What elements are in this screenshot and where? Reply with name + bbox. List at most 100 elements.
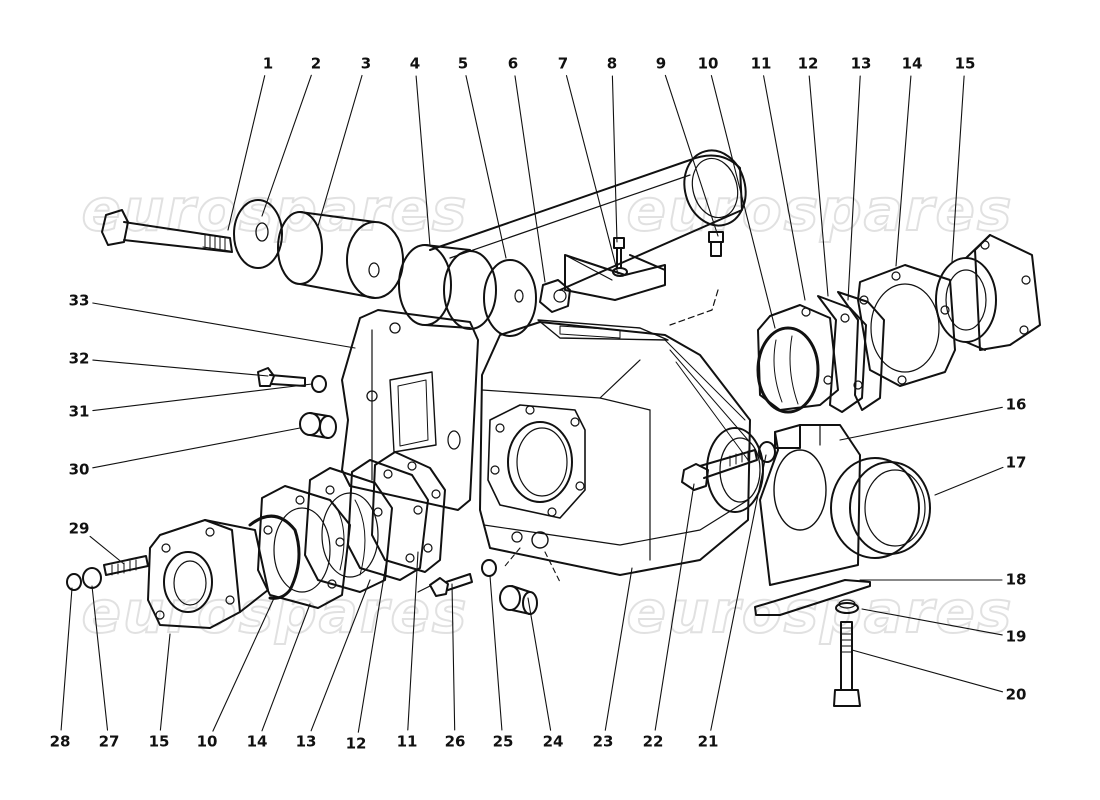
washer-part-27 [82, 567, 102, 589]
callout-33: 33 [68, 291, 90, 310]
leader-line-14b [261, 603, 311, 732]
shim-part-12-right [817, 295, 867, 413]
callout-4: 4 [409, 54, 421, 73]
callout-8: 8 [606, 54, 618, 73]
bearing-housing-part-15 [147, 519, 269, 629]
leader-line-15b [159, 633, 171, 731]
callout-12b: 12 [345, 734, 367, 753]
sleeve-part-4 [398, 244, 497, 330]
watermark: eurospares [81, 577, 469, 647]
shim-part-14 [257, 485, 351, 609]
shim-part-13-right [837, 291, 885, 411]
callout-13b: 13 [295, 732, 317, 751]
callout-14b: 14 [246, 732, 268, 751]
callout-24: 24 [542, 732, 564, 751]
callout-13: 13 [850, 54, 872, 73]
leader-line-9 [664, 74, 719, 237]
leader-line-24 [527, 597, 552, 731]
gasket-part-13 [304, 467, 393, 593]
rubber-bush-part-3 [277, 211, 404, 299]
leader-line-30 [92, 427, 301, 469]
callout-3: 3 [360, 54, 372, 73]
callout-18: 18 [1005, 570, 1027, 589]
leader-line-28 [60, 587, 73, 731]
callout-7: 7 [557, 54, 569, 73]
callout-12: 12 [797, 54, 819, 73]
leader-line-21 [710, 454, 767, 731]
bolt-part-22 [681, 449, 758, 491]
callout-31: 31 [68, 402, 90, 421]
gasket-part-11 [371, 451, 446, 573]
bolt-part-1 [101, 209, 233, 253]
leader-line-12 [808, 75, 829, 297]
bearing-cup-part-17 [830, 457, 931, 559]
washer-part-2 [233, 199, 283, 269]
washer-part-31 [311, 375, 327, 393]
o-ring-part-10 [248, 514, 301, 600]
callout-16: 16 [1005, 395, 1027, 414]
callout-5: 5 [457, 54, 469, 73]
leader-line-29 [89, 535, 125, 565]
callout-2: 2 [310, 54, 322, 73]
leader-line-13 [847, 75, 861, 301]
leader-line-10b [212, 595, 276, 732]
leader-line-6 [514, 75, 546, 283]
callout-15: 15 [954, 54, 976, 73]
leader-line-16 [839, 406, 1003, 441]
leader-line-10 [710, 75, 776, 329]
cap-washer-part-5 [483, 259, 537, 337]
bolt-part-20 [833, 621, 861, 707]
breather-part-9 [669, 231, 724, 326]
bracket-part-7 [564, 237, 666, 301]
leader-line-31 [92, 383, 313, 412]
leader-line-12b [357, 551, 389, 733]
callout-30: 30 [68, 460, 90, 479]
flange-part-11 [757, 304, 839, 411]
leader-line-22 [654, 483, 695, 731]
leader-line-26 [451, 583, 456, 731]
leader-line-14 [895, 75, 912, 267]
leader-line-11b [407, 551, 419, 731]
stud-part-29 [103, 555, 149, 576]
nut-part-6 [539, 279, 571, 313]
leader-line-3 [317, 74, 363, 227]
crossmember-tube [429, 149, 747, 291]
nut-part-28 [66, 573, 82, 591]
rear-cover-part-33 [341, 309, 479, 511]
leader-line-25 [489, 575, 503, 731]
leader-line-13b [310, 579, 371, 732]
callout-23: 23 [592, 732, 614, 751]
leader-line-33 [92, 302, 356, 349]
callout-26: 26 [444, 732, 466, 751]
shim-part-12 [347, 459, 429, 581]
callout-32: 32 [68, 349, 90, 368]
callout-17: 17 [1005, 453, 1027, 472]
callout-27: 27 [98, 732, 120, 751]
callout-29: 29 [68, 519, 90, 538]
leader-lines [60, 74, 1004, 733]
spring-washer-part-19 [835, 599, 859, 614]
o-ring-part-10-right [756, 326, 820, 414]
leader-line-11 [763, 75, 806, 301]
gearbox-casing-part-23 [479, 319, 764, 583]
support-bracket-part-16 [759, 424, 861, 586]
leader-line-19 [861, 608, 1003, 636]
lock-plate-part-18 [754, 579, 871, 616]
callout-9: 9 [655, 54, 667, 73]
leader-line-17 [934, 466, 1004, 496]
bearing-housing-part-15-right [935, 234, 1041, 351]
callout-10b: 10 [196, 732, 218, 751]
callout-1: 1 [262, 54, 274, 73]
callout-14: 14 [901, 54, 923, 73]
leader-line-8 [611, 75, 618, 243]
leader-line-27 [91, 585, 109, 731]
leader-line-7 [565, 75, 619, 275]
leader-line-1 [227, 75, 266, 231]
leader-line-2 [261, 74, 312, 217]
callout-20: 20 [1005, 685, 1027, 704]
plug-part-30 [299, 412, 337, 439]
washer-part-21 [758, 441, 776, 463]
callout-6: 6 [507, 54, 519, 73]
